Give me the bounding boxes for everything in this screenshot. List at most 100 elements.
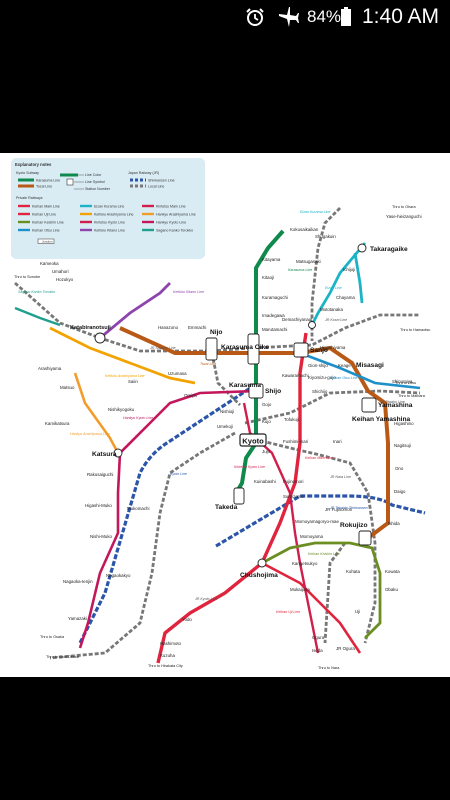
station-kameoka[interactable]: Kameoka bbox=[40, 261, 59, 266]
station-shinomiya[interactable]: Shinomiya bbox=[392, 379, 413, 384]
station-chushojima-marker[interactable] bbox=[257, 558, 267, 568]
station-yase[interactable]: Yase-hieizanguchi bbox=[386, 214, 422, 219]
station-higashimuko[interactable]: Higashi-Muko bbox=[85, 503, 112, 508]
station-kohata[interactable]: Kohata bbox=[346, 569, 360, 574]
station-uji[interactable]: Uji bbox=[355, 609, 360, 614]
station-kuramaguchi[interactable]: Kuramaguchi bbox=[262, 295, 288, 300]
station-gojo[interactable]: Gojo bbox=[262, 402, 272, 407]
station-nagaokatenjin[interactable]: Nagaoka-tenjin bbox=[63, 579, 93, 584]
station-sanjo-label[interactable]: Sanjo bbox=[310, 347, 328, 354]
station-momoyama[interactable]: Momoyama bbox=[300, 534, 323, 539]
station-arashiyama[interactable]: Arashiyama bbox=[38, 366, 62, 371]
station-shichijo[interactable]: Shichijo bbox=[312, 389, 328, 394]
station-daigo[interactable]: Daigo bbox=[394, 489, 406, 494]
station-katabiranotsuji-marker[interactable] bbox=[94, 332, 106, 344]
station-kyoto-marker[interactable] bbox=[239, 433, 267, 447]
station-marutamachi[interactable]: Marutamachi bbox=[262, 327, 287, 332]
station-kyoto-label[interactable]: Kyoto bbox=[242, 437, 264, 446]
station-karasuma-oike-label[interactable]: Karasuma Oike bbox=[221, 344, 269, 351]
station-misasagi-label[interactable]: Misasagi bbox=[356, 362, 384, 369]
station-hozukyo[interactable]: Hozukyo bbox=[56, 277, 74, 282]
station-demachiyanagi-marker[interactable] bbox=[308, 321, 316, 329]
station-kujo[interactable]: Kujo bbox=[262, 419, 271, 424]
station-rokujizo-label[interactable]: Rokujizo bbox=[340, 522, 367, 529]
station-katsura-marker[interactable] bbox=[113, 448, 123, 458]
station-takeda-marker[interactable] bbox=[233, 487, 245, 505]
station-nijo-label[interactable]: Nijo bbox=[210, 329, 222, 336]
map-canvas[interactable]: Explanatory notes Kyoto Subway Karasuma … bbox=[0, 153, 450, 677]
station-sumizome[interactable]: Sumizome bbox=[283, 494, 304, 499]
station-kiyomizu[interactable]: Kiyomizu-gojo bbox=[308, 375, 336, 380]
station-rakusaiguchi[interactable]: Rakusaiguchi bbox=[87, 472, 113, 477]
station-kowata[interactable]: Kowata bbox=[385, 569, 400, 574]
station-fujinomori[interactable]: Fujinomori bbox=[283, 479, 304, 484]
station-sanjo-marker[interactable] bbox=[293, 342, 309, 358]
station-matsuo[interactable]: Matsuo bbox=[60, 385, 75, 390]
station-fushimi-inari[interactable]: Fushimi-inari bbox=[283, 439, 308, 444]
station-nijo-marker[interactable] bbox=[205, 337, 218, 361]
station-nagaokakyo[interactable]: Nagaokakyo bbox=[106, 573, 131, 578]
station-kokusaikaikan[interactable]: Kokusaikaikan bbox=[290, 227, 319, 232]
station-shugakuin[interactable]: Shugakuin bbox=[315, 234, 336, 239]
station-uzumasa[interactable]: Uzumasa bbox=[168, 371, 187, 376]
station-kawaramachi[interactable]: Kawaramachi bbox=[282, 373, 309, 378]
station-shijo-label[interactable]: Shijo bbox=[265, 388, 281, 395]
station-matsugasaki[interactable]: Matsugasaki bbox=[296, 259, 321, 264]
station-nagitsuji[interactable]: Nagitsuji bbox=[394, 443, 411, 448]
station-jujo[interactable]: Jujo bbox=[262, 449, 271, 454]
station-takeda-label[interactable]: Takeda bbox=[215, 504, 238, 511]
station-imadegawa[interactable]: Imadegawa bbox=[262, 313, 285, 318]
station-higashiyama[interactable]: Higashiyama bbox=[320, 345, 346, 350]
railway-map[interactable]: Explanatory notes Kyoto Subway Karasuma … bbox=[0, 153, 450, 677]
station-katsura-label[interactable]: Katsura bbox=[92, 451, 117, 458]
station-ichijoji[interactable]: Ichijoji bbox=[343, 267, 355, 272]
station-mukaijima[interactable]: Mukaijima bbox=[290, 587, 310, 592]
station-keage[interactable]: Keage bbox=[338, 363, 351, 368]
station-iseda[interactable]: Iseda bbox=[312, 648, 323, 653]
station-gion[interactable]: Gion-shijo bbox=[308, 363, 328, 368]
station-takaragaike-label[interactable]: Takaragaike bbox=[370, 246, 408, 253]
station-yamashina-label[interactable]: Yamashina bbox=[378, 402, 413, 409]
station-higashino[interactable]: Higashino bbox=[394, 421, 414, 426]
station-kuzuha[interactable]: Kuzuha bbox=[160, 653, 175, 658]
station-nishioji[interactable]: Nishioji bbox=[220, 409, 234, 414]
station-hashimoto[interactable]: Hashimoto bbox=[160, 641, 182, 646]
station-chayama[interactable]: Chayama bbox=[336, 295, 355, 300]
station-omiya[interactable]: Omiya bbox=[184, 393, 197, 398]
station-yodo[interactable]: Yodo bbox=[182, 617, 192, 622]
station-chushojima-label[interactable]: Chushojima bbox=[240, 572, 278, 579]
station-tofukuji[interactable]: Tofukuji bbox=[284, 417, 299, 422]
station-mototanaka[interactable]: Mototanaka bbox=[320, 307, 344, 312]
station-ono[interactable]: Ono bbox=[395, 466, 404, 471]
station-rokujizo-marker[interactable] bbox=[358, 530, 372, 546]
station-saiin[interactable]: Saiin bbox=[128, 379, 138, 384]
station-yamazaki[interactable]: Yamazaki bbox=[68, 616, 87, 621]
station-umekoji[interactable]: Umekoji bbox=[217, 424, 233, 429]
station-kuinabashi[interactable]: Kuinabashi bbox=[254, 479, 276, 484]
station-nishimuko[interactable]: Nishi-Muko bbox=[90, 534, 113, 539]
station-ishida[interactable]: Ishida bbox=[388, 521, 400, 526]
station-shijo-marker[interactable] bbox=[248, 383, 264, 399]
station-takaragaike-marker[interactable] bbox=[357, 243, 367, 253]
station-obaku[interactable]: Obaku bbox=[385, 587, 398, 592]
station-keihan-yamashina-label[interactable]: Keihan Yamashina bbox=[352, 416, 410, 423]
station-karasuma-oike-marker[interactable] bbox=[247, 333, 260, 365]
station-karasuma-label[interactable]: Karasuma bbox=[229, 382, 261, 389]
station-hanazono[interactable]: Hanazono bbox=[158, 325, 179, 330]
station-umahori[interactable]: Umahori bbox=[52, 269, 69, 274]
station-kitayama[interactable]: Kitayama bbox=[262, 257, 281, 262]
station-kamikatsura[interactable]: Kamikatsura bbox=[45, 421, 70, 426]
station-emmachi[interactable]: Emmachi bbox=[188, 325, 206, 330]
station-jr-ogura[interactable]: JR Ogura bbox=[336, 646, 355, 651]
station-mukomachi[interactable]: Mukomachi bbox=[127, 506, 149, 511]
station-jr-fujinomori[interactable]: JR Fujinomori bbox=[325, 507, 352, 512]
station-kitaoji[interactable]: Kitaoji bbox=[262, 275, 274, 280]
station-inari[interactable]: Inari bbox=[333, 439, 342, 444]
station-yamashina-marker[interactable] bbox=[361, 397, 377, 413]
station-katabiranotsuji-label[interactable]: Katabiranotsuji bbox=[70, 325, 111, 331]
station-kangetsukyo[interactable]: Kangetsukyo bbox=[292, 561, 318, 566]
station-demachiyanagi-label[interactable]: Demachiyanagi bbox=[282, 317, 312, 322]
station-momoyamagoryo[interactable]: Momoyamagoryo-mae bbox=[295, 519, 339, 524]
station-ogura[interactable]: Ogura bbox=[312, 635, 325, 640]
station-nishikyogoku[interactable]: Nishikyogoku bbox=[108, 407, 135, 412]
